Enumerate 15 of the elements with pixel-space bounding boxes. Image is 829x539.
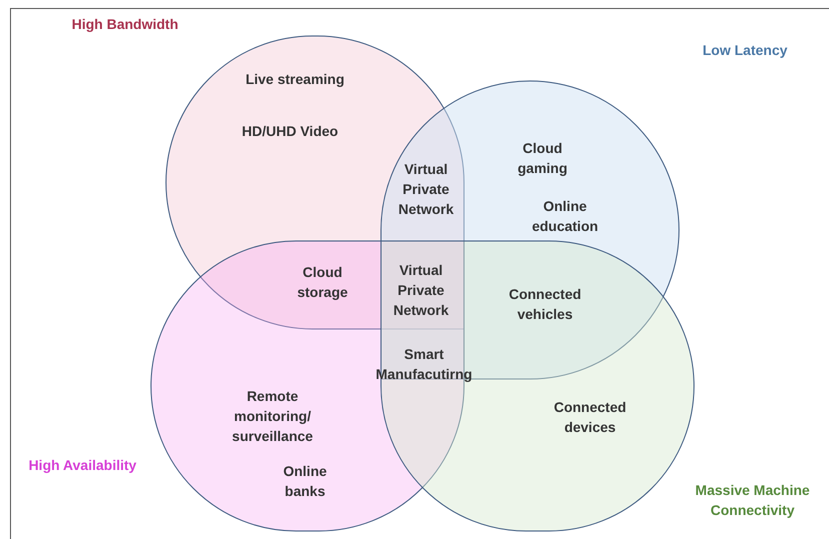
item-label: Live streaming [244, 70, 346, 89]
item-label: Online education [530, 197, 600, 236]
item-label: Connected vehicles [508, 285, 582, 324]
set-heading: Massive Machine Connectivity [694, 481, 811, 520]
item-label: HD/UHD Video [240, 122, 340, 141]
item-label: Virtual Private Network [397, 160, 455, 219]
item-label: Cloud gaming [516, 139, 568, 178]
item-label: Connected devices [552, 398, 628, 437]
set-heading: High Availability [28, 456, 138, 475]
item-label: Remote monitoring/ surveillance [231, 387, 314, 446]
item-label: Virtual Private Network [392, 261, 450, 320]
item-label: Online banks [282, 462, 328, 501]
set-heading: High Bandwidth [70, 15, 180, 34]
item-label: Cloud storage [296, 263, 349, 302]
set-heading: Low Latency [702, 41, 788, 60]
